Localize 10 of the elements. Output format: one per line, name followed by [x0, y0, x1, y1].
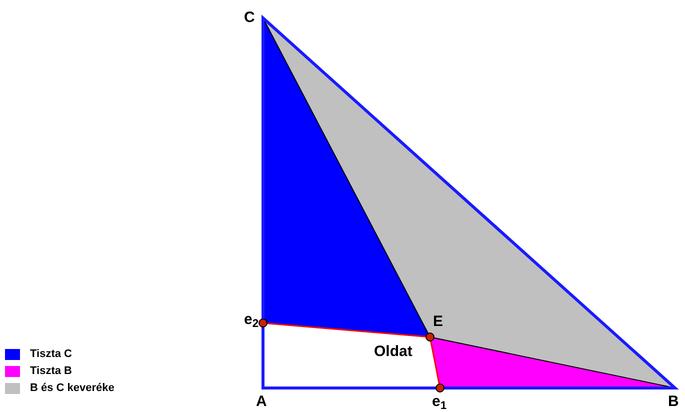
- vertex-label: e$_{1}$: [432, 394, 447, 409]
- vertex-label: A: [256, 394, 267, 409]
- vertex-label: Oldat: [374, 344, 412, 359]
- vertex-label: B: [668, 394, 679, 409]
- legend-label: B és C keveréke: [30, 383, 114, 394]
- vertex-label: C: [244, 10, 255, 25]
- vertex-label: E: [433, 314, 444, 329]
- vertex-label: e$_{2}$: [244, 312, 259, 327]
- legend-label: Tiszta B: [30, 366, 72, 377]
- legend-label: Tiszta C: [30, 349, 72, 360]
